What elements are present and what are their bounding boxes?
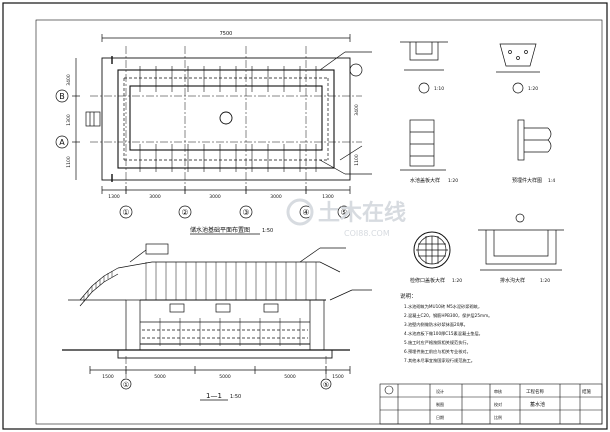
notes-title: 说明：: [400, 292, 417, 300]
detail-d-title: 预埋件大样图: [512, 177, 542, 184]
detail-e: [413, 231, 451, 269]
title-block: [379, 383, 603, 425]
notes-line-6: 6.预埋件施工前应与相关专业核对。: [404, 348, 471, 355]
tb-row1-b: 审核: [494, 388, 502, 394]
plan-view: [72, 34, 372, 196]
tb-row1-a: 设计: [436, 388, 444, 394]
detail-b: [496, 43, 540, 94]
sheet-inner-border: [35, 19, 603, 425]
plan-dim-bottom-2: 3000: [149, 194, 161, 200]
tb-row2-b: 校对: [494, 401, 502, 407]
section-dim-4: 5000: [284, 374, 296, 380]
plan-dim-left-1: 3400: [66, 74, 72, 86]
axis-label-2: ②: [181, 208, 188, 217]
axis-label-b: B: [59, 92, 65, 101]
section-dim-1: 1500: [102, 374, 114, 380]
detail-a: [400, 41, 448, 94]
detail-e-title: 检修口盖板大样: [410, 277, 445, 284]
notes-line-2: 2.混凝土C20，钢筋HPB300，保护层25mm。: [404, 312, 492, 319]
plan-dim-bottom-1: 1300: [108, 194, 120, 200]
tb-project: 工程名称: [526, 388, 544, 395]
section-title: 1—1: [206, 392, 222, 400]
notes-line-7: 7.其他未尽事宜按国家现行规范施工。: [404, 357, 475, 364]
tb-row3-b: 比例: [494, 414, 502, 420]
plan-dim-bottom-5: 1300: [322, 194, 334, 200]
detail-e-scale: 1:20: [452, 278, 462, 284]
notes-line-3: 3.池壁内侧做防水砂浆抹面20厚。: [404, 321, 468, 328]
plan-dim-right-1: 3400: [354, 104, 360, 116]
section-scale: 1:50: [230, 394, 241, 400]
axis-label-4: ④: [302, 208, 309, 217]
plan-axis-bubbles: [55, 89, 351, 219]
notes-line-5: 5.施工时应严格按照相关规范执行。: [404, 339, 471, 346]
watermark-text: 土木在线: [318, 200, 406, 226]
notes-line-4: 4.水池底板下做100厚C15素混凝土垫层。: [404, 330, 483, 337]
detail-c-title: 水池盖板大样: [410, 177, 440, 184]
plan-dim-bottom-4: 3000: [270, 194, 282, 200]
tb-type: 结施: [582, 388, 591, 395]
detail-c: [400, 119, 446, 171]
section-axis-1: ①: [123, 381, 129, 389]
detail-f-scale: 1:20: [540, 278, 550, 284]
plan-dim-left-3: 1100: [66, 156, 72, 168]
axis-label-1: ①: [122, 208, 129, 217]
axis-label-5: ⑤: [340, 208, 347, 217]
plan-dim-right-2: 1100: [354, 154, 360, 166]
detail-f: [478, 213, 564, 271]
tb-row3-a: 日期: [436, 414, 444, 420]
plan-title: 储水池基础平面布置图: [190, 226, 250, 234]
plan-top-dim: 7500: [220, 31, 233, 37]
tb-drawing: 蓄水池: [530, 401, 545, 408]
detail-c-scale: 1:20: [448, 178, 458, 184]
plan-dim-bottom-3: 3000: [209, 194, 221, 200]
axis-label-3: ③: [242, 208, 249, 217]
detail-b-scale: 1:20: [528, 86, 538, 92]
notes-line-1: 1.水池砌筑为MU10砖 M5水泥砂浆砌筑，: [404, 303, 482, 310]
section-view: [62, 243, 372, 380]
section-dim-3: 5000: [219, 374, 231, 380]
section-axis-bubbles: [120, 378, 332, 390]
detail-a-scale: 1:10: [434, 86, 444, 92]
axis-label-a: A: [59, 138, 65, 147]
section-dim-5: 1500: [332, 374, 344, 380]
detail-d-scale: 1:4: [548, 178, 555, 184]
section-axis-5: ⑤: [323, 381, 329, 389]
detail-f-title: 排水沟大样: [500, 277, 525, 284]
section-dim-2: 5000: [154, 374, 166, 380]
plan-scale: 1:50: [262, 228, 273, 234]
plan-dim-left-2: 1300: [66, 114, 72, 126]
tb-row2-a: 制图: [436, 401, 444, 407]
watermark: 土木在线 COI88.COM: [286, 198, 406, 238]
watermark-sub: COI88.COM: [344, 229, 390, 238]
detail-d: [517, 119, 552, 161]
